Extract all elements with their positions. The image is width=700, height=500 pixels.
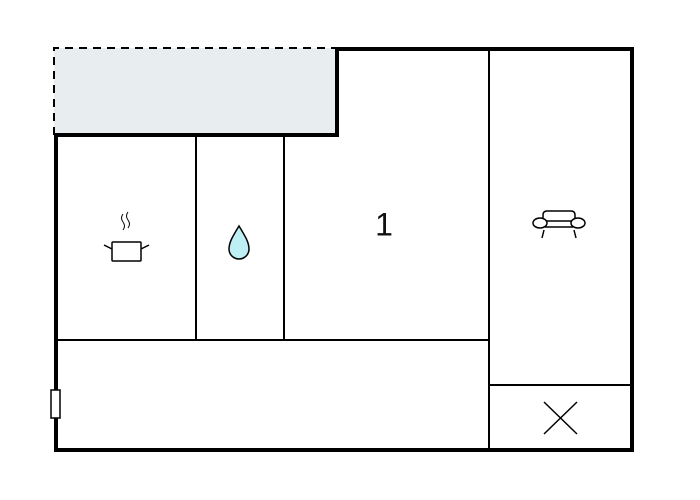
cooking-pot-icon [103, 211, 150, 262]
entrance-door-icon [50, 389, 61, 419]
bedroom-number-label: 1 [375, 206, 393, 243]
cross-icon [543, 401, 578, 435]
terrace [53, 47, 337, 135]
water-drop-icon [228, 224, 250, 260]
interior-walls [56, 49, 632, 450]
outer-walls [54, 47, 634, 452]
sofa-icon [532, 210, 586, 239]
